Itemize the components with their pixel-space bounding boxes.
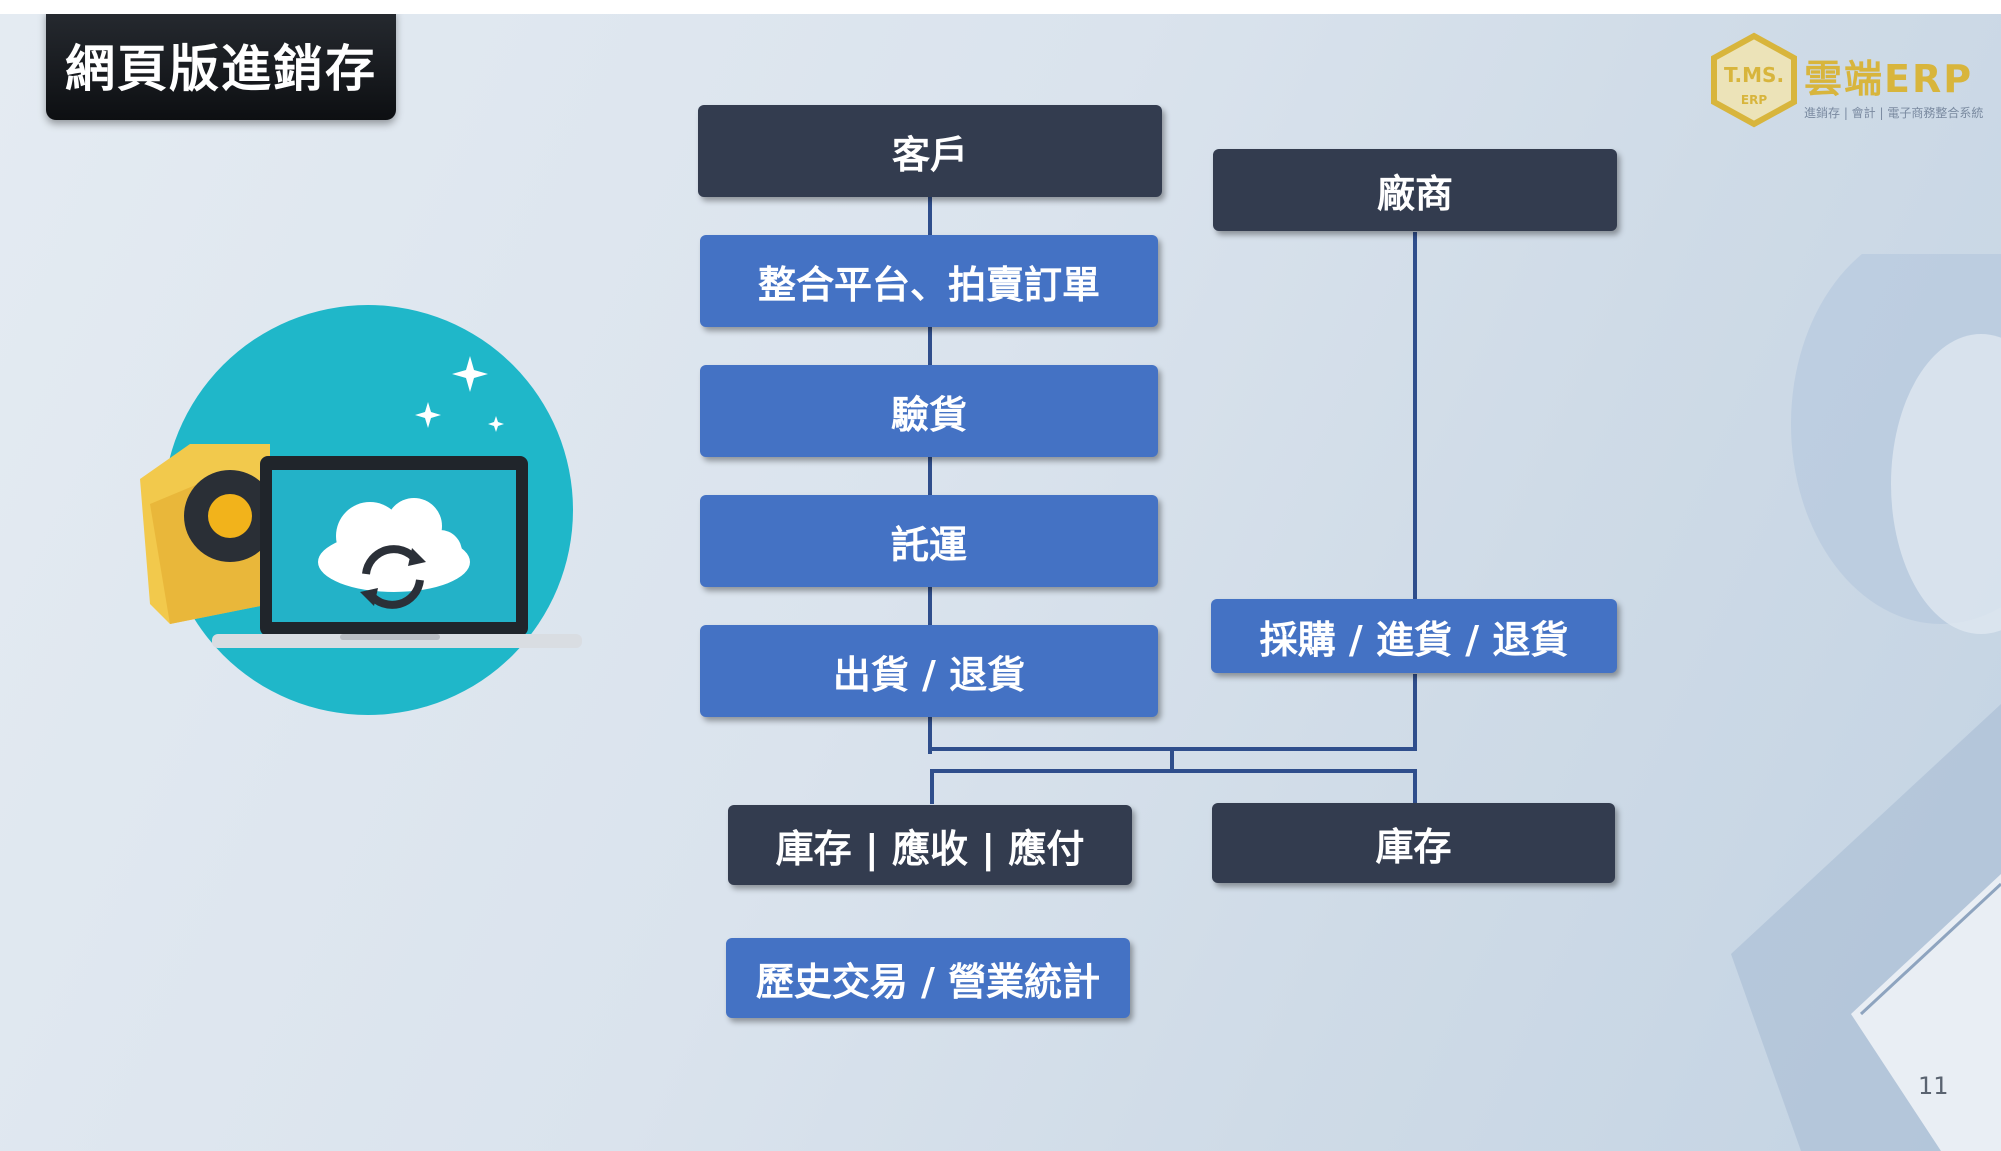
shipping-logistics-box: 託運 — [700, 495, 1158, 587]
slide-title-banner: 網頁版進銷存 — [46, 14, 396, 120]
platform-orders-box: 整合平台、拍賣訂單 — [700, 235, 1158, 327]
slide-title: 網頁版進銷存 — [65, 40, 377, 98]
ship-return-box: 出貨 / 退貨 — [700, 625, 1158, 717]
box-gear-icon — [140, 444, 276, 624]
shipping-logistics-label: 託運 — [890, 522, 967, 567]
logo-badge-top: T.MS. — [1724, 63, 1784, 87]
cloud-laptop-illustration — [140, 305, 582, 715]
purchase-box: 採購 / 進貨 / 退貨 — [1211, 599, 1617, 673]
spiral-binding-icon — [1859, 882, 2001, 1016]
logo-brand: 雲端ERP — [1804, 57, 1974, 101]
history-stats-label: 歷史交易 / 營業統計 — [755, 959, 1101, 1004]
notepad-icon — [1851, 874, 2001, 1151]
platform-orders-label: 整合平台、拍賣訂單 — [757, 262, 1100, 307]
page-number: 11 — [1918, 1072, 1949, 1100]
inventory-ar-ap-box: 庫存 | 應收 | 應付 — [728, 805, 1132, 885]
inventory-box: 庫存 — [1212, 803, 1615, 883]
split-line — [930, 769, 1417, 804]
company-logo: T.MS. ERP 雲端ERP 進銷存 | 會計 | 電子商務整合系統 — [1700, 30, 1990, 130]
ship-return-label: 出貨 / 退貨 — [832, 652, 1026, 697]
inspection-box: 驗貨 — [700, 365, 1158, 457]
slide: 網頁版進銷存 T.MS. ERP 雲端ERP 進銷存 | 會計 | 電子商務整合… — [0, 14, 2001, 1151]
sparkle-icons — [415, 356, 504, 432]
history-stats-box: 歷史交易 / 營業統計 — [726, 938, 1130, 1018]
vendor-label: 廠商 — [1376, 171, 1453, 216]
inventory-label: 庫存 — [1375, 824, 1452, 869]
inventory-ar-ap-label: 庫存 | 應收 | 應付 — [775, 826, 1085, 871]
inspection-label: 驗貨 — [890, 392, 967, 437]
customer-box: 客戶 — [698, 105, 1162, 197]
purchase-label: 採購 / 進貨 / 退貨 — [1259, 617, 1569, 662]
logo-tagline: 進銷存 | 會計 | 電子商務整合系統 — [1804, 106, 1984, 120]
logo-hexagon-icon: T.MS. ERP — [1711, 32, 1797, 128]
cloud-sync-icon — [318, 498, 470, 609]
vendor-box: 廠商 — [1213, 149, 1617, 231]
desk-decoration — [1731, 254, 2001, 1151]
logo-badge-bottom: ERP — [1741, 93, 1767, 107]
customer-label: 客戶 — [891, 132, 968, 177]
